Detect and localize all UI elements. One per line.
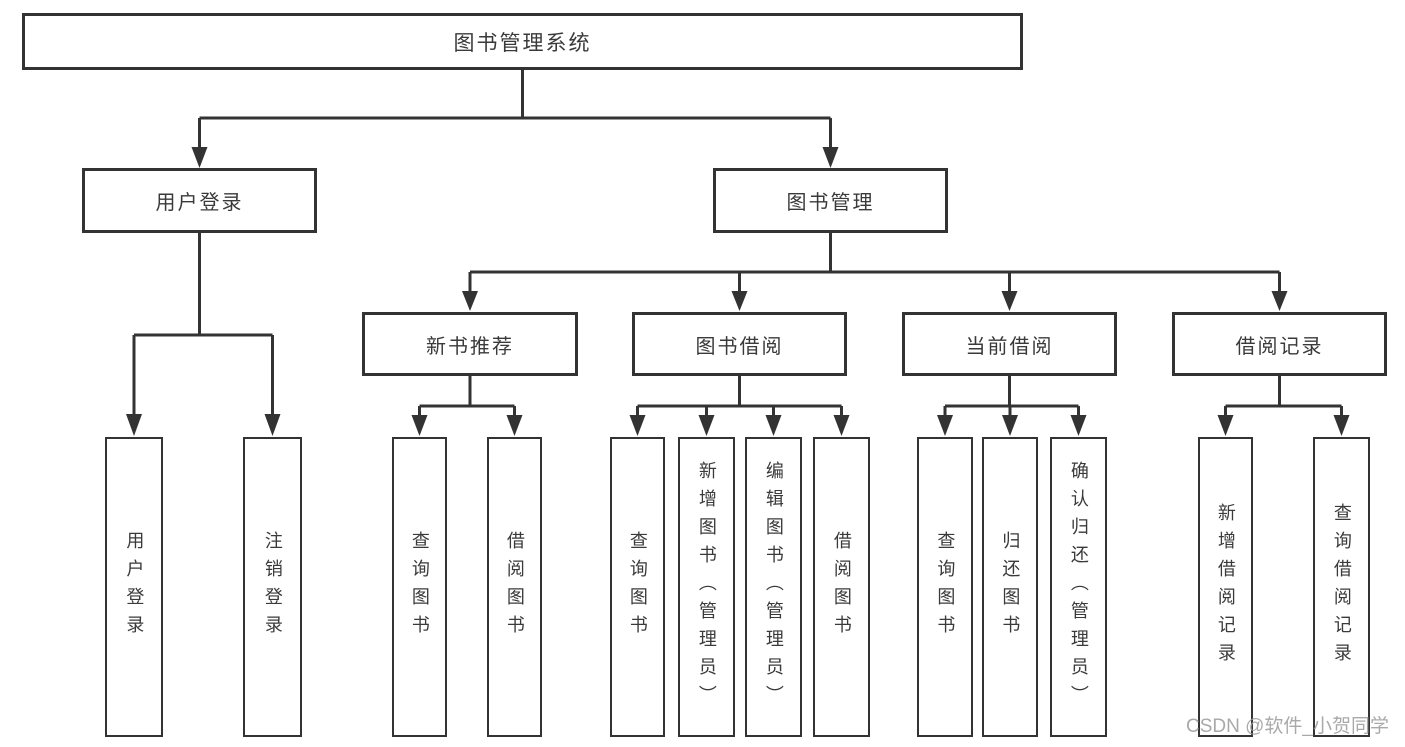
arrowhead: [1217, 415, 1234, 436]
node-label: 查询借阅记录: [1331, 503, 1352, 671]
node-label: 用户登录: [155, 192, 244, 214]
arrowhead: [1271, 291, 1288, 311]
node-new-book-recommendation: 新书推荐: [362, 312, 578, 376]
leaf-query-books-current: 查询图书: [917, 437, 973, 737]
arrowhead: [191, 147, 208, 168]
node-label: 新增借阅记录: [1215, 503, 1236, 671]
node-user-login: 用户登录: [82, 168, 317, 233]
arrowhead: [411, 415, 428, 436]
connector-book-borrowing-children: [629, 376, 850, 436]
arrowhead: [462, 291, 478, 311]
node-label: 编辑图书（管理员）: [763, 461, 784, 713]
node-borrowing-records: 借阅记录: [1172, 312, 1387, 376]
connector-current-borrowing-children: [937, 376, 1087, 436]
connector-book-management-children: [462, 233, 1288, 311]
arrowhead: [264, 414, 281, 436]
connector-new-book-children: [411, 376, 523, 436]
node-label: 查询图书: [935, 531, 956, 643]
node-label: 借阅图书: [831, 531, 852, 643]
leaf-query-borrow-record: 查询借阅记录: [1313, 437, 1370, 737]
arrowhead: [1001, 291, 1018, 311]
node-label: 图书管理系统: [453, 31, 592, 55]
node-label: 当前借阅: [965, 335, 1054, 358]
connector-root-to-level2: [191, 70, 839, 168]
node-label: 新增图书（管理员）: [696, 461, 717, 713]
node-label: 借阅记录: [1235, 335, 1324, 358]
node-book-management: 图书管理: [713, 168, 948, 233]
arrowhead: [698, 415, 715, 436]
node-library-system: 图书管理系统: [22, 13, 1023, 70]
node-label: 图书借阅: [695, 335, 784, 358]
leaf-query-books-recommend: 查询图书: [392, 437, 447, 737]
connector-user-login-children: [126, 232, 281, 436]
node-label: 用户登录: [124, 531, 145, 643]
leaf-edit-books-admin: 编辑图书（管理员）: [745, 437, 802, 737]
arrowhead: [1333, 415, 1350, 436]
arrowhead: [1002, 415, 1018, 436]
node-label: 查询图书: [409, 531, 430, 643]
arrowhead: [126, 414, 142, 436]
arrowhead: [629, 415, 646, 436]
leaf-add-borrow-record: 新增借阅记录: [1198, 437, 1253, 737]
arrowhead: [1070, 415, 1087, 436]
arrowhead: [822, 147, 839, 168]
arrowhead: [731, 291, 748, 311]
leaf-query-books-borrowing: 查询图书: [610, 437, 665, 737]
connector-borrow-records-children: [1217, 376, 1350, 436]
watermark: CSDN @软件_小贺同学: [1186, 716, 1389, 737]
node-label: 注销登录: [262, 531, 283, 643]
node-label: 借阅图书: [504, 531, 525, 643]
arrowhead: [765, 415, 782, 436]
leaf-add-books-admin: 新增图书（管理员）: [678, 437, 735, 737]
node-label: 归还图书: [1000, 531, 1021, 643]
leaf-return-books: 归还图书: [982, 437, 1038, 737]
arrowhead: [506, 415, 523, 436]
node-label: 查询图书: [627, 531, 648, 643]
leaf-confirm-return-admin: 确认归还（管理员）: [1050, 437, 1107, 737]
leaf-borrow-books-borrowing: 借阅图书: [813, 437, 870, 737]
arrowhead: [833, 415, 850, 436]
leaf-borrow-books-recommend: 借阅图书: [487, 437, 542, 737]
leaf-user-login: 用户登录: [105, 437, 163, 737]
node-label: 新书推荐: [426, 335, 514, 358]
node-label: 确认归还（管理员）: [1068, 461, 1089, 713]
node-label: 图书管理: [786, 192, 875, 214]
node-book-borrowing: 图书借阅: [632, 312, 847, 376]
node-current-borrowing: 当前借阅: [902, 312, 1117, 376]
leaf-logout-login: 注销登录: [243, 437, 302, 737]
arrowhead: [937, 415, 953, 436]
